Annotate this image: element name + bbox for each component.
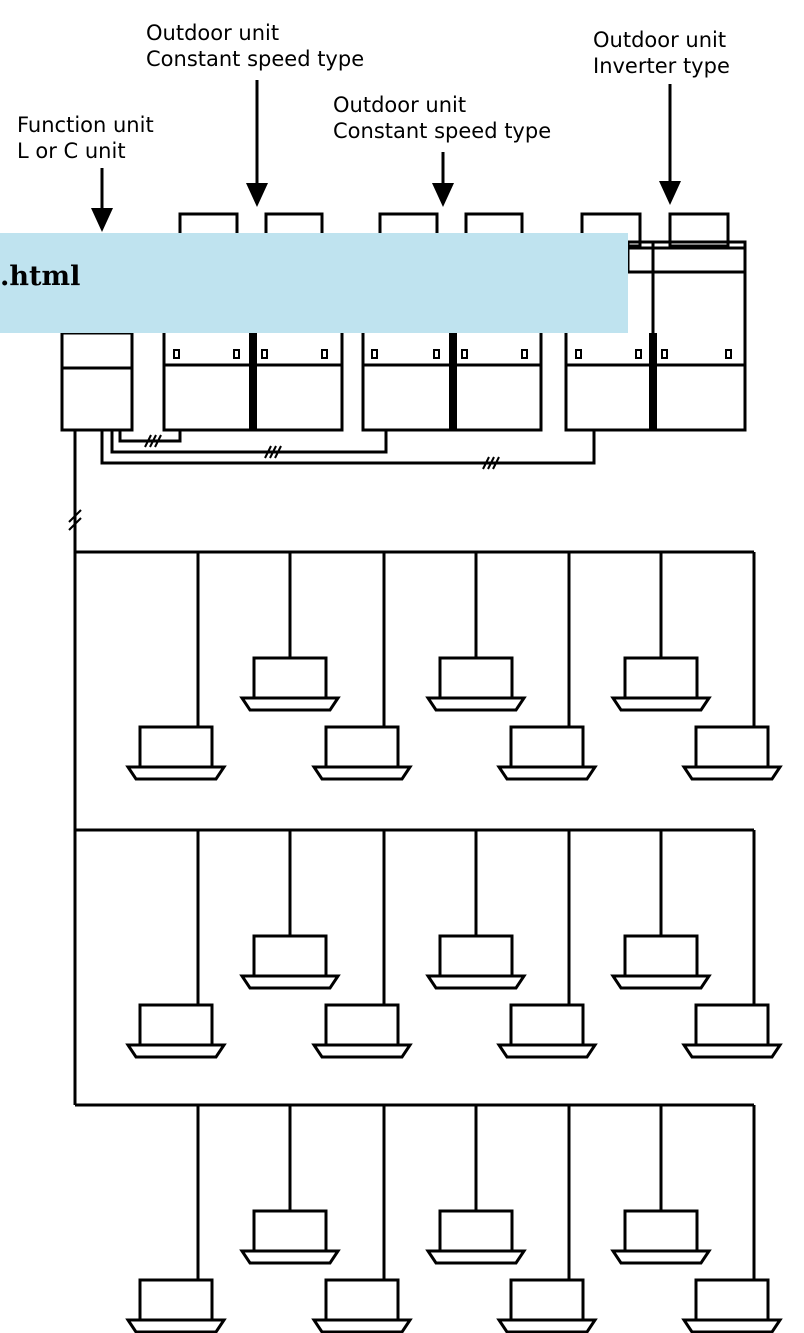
indoor-unit-panel xyxy=(425,696,527,712)
indoor-unit-panel xyxy=(681,1318,783,1333)
indoor-unit-panel xyxy=(125,765,227,781)
indoor-unit-body xyxy=(324,1003,400,1047)
wire-slash xyxy=(149,434,157,448)
indoor-unit-body xyxy=(623,1209,699,1253)
vent-mark xyxy=(575,349,582,359)
indoor-unit-panel xyxy=(125,1043,227,1059)
vent-mark xyxy=(233,349,240,359)
indoor-unit-body xyxy=(438,1209,514,1253)
label-line: Outdoor unit xyxy=(333,93,467,117)
indoor-unit-body xyxy=(509,1003,585,1047)
indoor-unit-panel xyxy=(239,696,341,712)
wire-slash xyxy=(269,445,277,459)
indoor-unit-body xyxy=(138,725,214,769)
filename-banner: .html xyxy=(0,233,628,333)
label-outdoor-constant-2: Outdoor unit Constant speed type xyxy=(333,92,551,144)
vent-mark xyxy=(261,349,268,359)
vent-mark xyxy=(461,349,468,359)
unit-body xyxy=(651,246,747,432)
indoor-unit-body xyxy=(694,725,770,769)
wire-slash xyxy=(264,445,272,459)
indoor-unit-body xyxy=(252,1209,328,1253)
indoor-unit-body xyxy=(623,934,699,978)
indoor-unit-panel xyxy=(425,1249,527,1265)
indoor-unit-panel xyxy=(311,1318,413,1333)
unit-separator xyxy=(649,333,657,430)
label-line: Function unit xyxy=(17,113,154,137)
arrow-outdoor-inverter-head xyxy=(659,181,681,205)
indoor-unit-panel xyxy=(610,1249,712,1265)
wire-slash xyxy=(492,456,500,470)
indoor-unit-panel xyxy=(496,765,598,781)
label-line: L or C unit xyxy=(17,139,126,163)
vent-mark xyxy=(321,349,328,359)
indoor-unit-panel xyxy=(425,974,527,990)
indoor-unit-body xyxy=(138,1278,214,1322)
wire xyxy=(100,430,596,465)
indoor-unit-panel xyxy=(610,974,712,990)
indoor-unit-panel xyxy=(311,765,413,781)
unit-separator xyxy=(249,333,257,430)
label-arrows xyxy=(91,80,681,232)
unit-top-cap xyxy=(668,212,730,248)
label-line: Outdoor unit xyxy=(593,28,727,52)
indoor-unit-body xyxy=(623,656,699,700)
indoor-unit-body xyxy=(138,1003,214,1047)
label-function-unit: Function unit L or C unit xyxy=(17,112,154,164)
label-line: Inverter type xyxy=(593,54,730,78)
indoor-unit-panel xyxy=(239,1249,341,1265)
label-outdoor-inverter: Outdoor unit Inverter type xyxy=(593,27,730,79)
arrow-function-unit-head xyxy=(91,208,113,232)
indoor-unit-body xyxy=(324,1278,400,1322)
wire-slash xyxy=(482,456,490,470)
indoor-unit-panel xyxy=(239,974,341,990)
indoor-unit-panel xyxy=(496,1043,598,1059)
indoor-unit-body xyxy=(694,1003,770,1047)
vent-mark xyxy=(173,349,180,359)
indoor-unit-body xyxy=(438,934,514,978)
label-line: Constant speed type xyxy=(333,119,552,143)
arrow-outdoor-constant-1-head xyxy=(246,183,268,207)
indoor-unit-panel xyxy=(125,1318,227,1333)
indoor-unit-panel xyxy=(610,696,712,712)
indoor-unit-panel xyxy=(311,1043,413,1059)
vent-mark xyxy=(371,349,378,359)
vent-mark xyxy=(433,349,440,359)
indoor-unit-panel xyxy=(681,765,783,781)
indoor-unit-body xyxy=(694,1278,770,1322)
control-wiring xyxy=(68,430,596,1105)
wire-slash xyxy=(154,434,162,448)
wire xyxy=(110,430,388,454)
label-line: Outdoor unit xyxy=(146,21,280,45)
function-unit-body xyxy=(60,331,134,432)
wire-slash xyxy=(144,434,152,448)
unit-separator xyxy=(449,333,457,430)
indoor-unit-body xyxy=(438,656,514,700)
vent-mark xyxy=(725,349,732,359)
wire-slash xyxy=(68,517,82,531)
wire-slash xyxy=(274,445,282,459)
arrow-outdoor-constant-2-head xyxy=(432,183,454,207)
indoor-unit-body xyxy=(252,656,328,700)
wire-slash xyxy=(68,509,82,523)
indoor-units xyxy=(75,550,783,1333)
label-outdoor-constant-1: Outdoor unit Constant speed type xyxy=(146,20,364,72)
vent-mark xyxy=(635,349,642,359)
indoor-unit-panel xyxy=(681,1043,783,1059)
wire-slash xyxy=(487,456,495,470)
vent-mark xyxy=(521,349,528,359)
indoor-unit-body xyxy=(509,1278,585,1322)
label-line: Constant speed type xyxy=(146,47,365,71)
indoor-unit-body xyxy=(252,934,328,978)
indoor-unit-body xyxy=(509,725,585,769)
indoor-unit-panel xyxy=(496,1318,598,1333)
vent-mark xyxy=(661,349,668,359)
indoor-unit-body xyxy=(324,725,400,769)
wire xyxy=(118,430,182,443)
banner-text: .html xyxy=(0,261,81,292)
